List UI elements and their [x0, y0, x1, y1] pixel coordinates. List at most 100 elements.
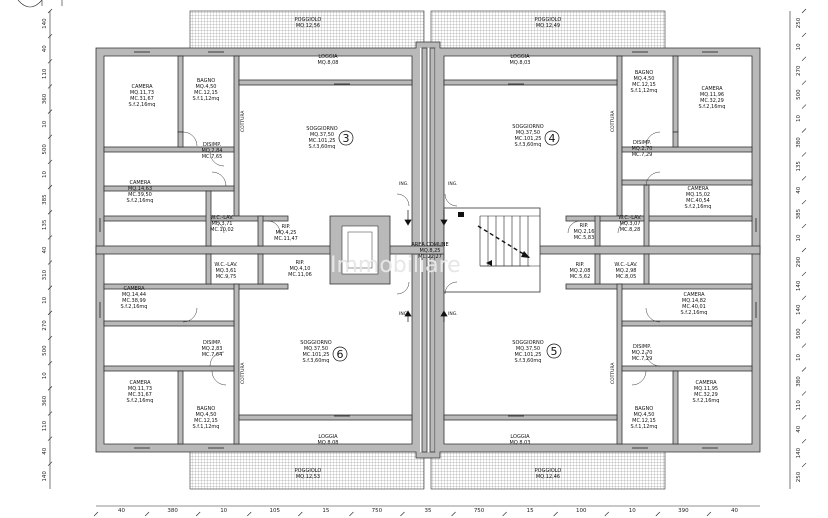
svg-text:3: 3	[343, 132, 350, 145]
room-measure: MC.31,67	[128, 392, 152, 398]
room-name: CAMERA	[123, 286, 145, 292]
room-name: CAMERA	[131, 84, 153, 90]
wall	[616, 283, 623, 445]
room-measure: MC.101,25	[309, 138, 336, 144]
dimension-value: 500	[42, 345, 48, 356]
room-name: CAMERA	[129, 380, 151, 386]
dimension-value: 250	[796, 471, 802, 482]
wall	[177, 370, 184, 445]
wall	[643, 253, 650, 285]
room-measure: S.f.1,12mq	[193, 424, 220, 430]
room-name: DISIMP.	[203, 340, 222, 346]
room-measure: MQ.4,10	[290, 266, 311, 272]
dimension-value: 500	[42, 144, 48, 155]
room-measure: MC.32,29	[694, 392, 718, 398]
dimension-value: 380	[167, 508, 178, 514]
dimension-value: 40	[42, 246, 48, 253]
wall	[103, 215, 289, 222]
room-measure: MC.12,15	[194, 418, 218, 424]
room-measure: MQ.2,70	[632, 350, 653, 356]
watermark-logo: Immobiliare	[330, 253, 461, 278]
wall	[103, 365, 235, 372]
dimension-tick	[47, 134, 53, 140]
dimension-value: 290	[796, 256, 802, 267]
room-measure: MQ.15,02	[686, 192, 710, 198]
room-name: SOGGIORNO	[512, 340, 543, 346]
room-measure: MQ.2,84	[202, 148, 223, 154]
dimension-value: 10	[796, 43, 802, 50]
wall	[621, 320, 753, 327]
balcony-area: MQ.12,53	[296, 474, 320, 480]
room-measure: S.f.1,12mq	[631, 424, 658, 430]
room-measure: MQ.2,70	[632, 146, 653, 152]
wall	[621, 179, 753, 186]
wall	[672, 55, 679, 133]
room-name: CAMERA	[701, 86, 723, 92]
dimension-value: 15	[322, 508, 329, 514]
balcony-label: POGGIOLO	[295, 468, 322, 474]
dimension-value: 110	[796, 400, 802, 411]
dimension-value: 10	[220, 508, 227, 514]
dimension-tick	[801, 8, 807, 14]
room-measure: MC.8,05	[616, 274, 637, 280]
room-measure: MQ.4,50	[196, 412, 217, 418]
room-name: BAGNO	[635, 406, 653, 412]
room-measure: MQ.4,50	[634, 76, 655, 82]
room-measure: MC.101,25	[515, 136, 542, 142]
room-measure: MQ.8,25	[420, 248, 441, 254]
entrance-label: ING.	[448, 181, 458, 187]
balcony-label: POGGIOLO	[535, 17, 562, 23]
balcony-bottom-right	[430, 448, 666, 490]
room-name: RIP.	[296, 260, 305, 266]
cottura-label: COTTURA	[610, 362, 616, 384]
room-measure: S.f.2,16mq	[121, 304, 148, 310]
wall	[233, 55, 240, 217]
dimension-tick	[706, 511, 712, 517]
dimension-value: 140	[42, 471, 48, 482]
room-name: RIP.	[576, 262, 585, 268]
room-name: DISIMP.	[633, 344, 652, 350]
room-measure: S.f.2,16mq	[693, 398, 720, 404]
dimension-value: 10	[629, 508, 636, 514]
entrance-label: ING.	[448, 311, 458, 317]
wall	[616, 55, 623, 217]
stair-rail	[458, 212, 464, 217]
room-measure: MC.11,47	[274, 236, 298, 242]
loggia-area: MQ.8,03	[510, 60, 531, 66]
loggia-area: MQ.8,08	[318, 440, 339, 446]
mid-divider-wall	[95, 245, 761, 255]
room-name: W.C.-LAV.	[614, 262, 638, 268]
dimension-tick	[47, 310, 53, 316]
dimension-value: 40	[42, 45, 48, 52]
wall	[177, 55, 184, 133]
dimension-value: 110	[42, 420, 48, 431]
wall	[177, 131, 184, 148]
dimension-tick	[47, 109, 53, 114]
dimension-value: 10	[42, 296, 48, 303]
room-measure: MQ.14,63	[128, 186, 152, 192]
dimension-tick	[47, 386, 53, 391]
wall	[621, 365, 753, 372]
room-measure: MC.7,29	[632, 152, 653, 158]
wall	[205, 190, 212, 247]
balcony-top-right	[430, 10, 666, 52]
unit-number-3: 3	[338, 130, 354, 146]
dimension-value: 360	[42, 395, 48, 406]
dimension-value: 380	[796, 137, 802, 148]
wall	[565, 215, 753, 222]
dimension-tick	[655, 511, 661, 517]
dimensions-right: 2501027050010380135403851029014014050010…	[796, 8, 807, 482]
wall	[103, 283, 289, 290]
dimension-value: 500	[796, 89, 802, 100]
dimension-value: 110	[42, 68, 48, 79]
dimension-tick	[47, 59, 53, 64]
dimension-value: 380	[796, 376, 802, 387]
